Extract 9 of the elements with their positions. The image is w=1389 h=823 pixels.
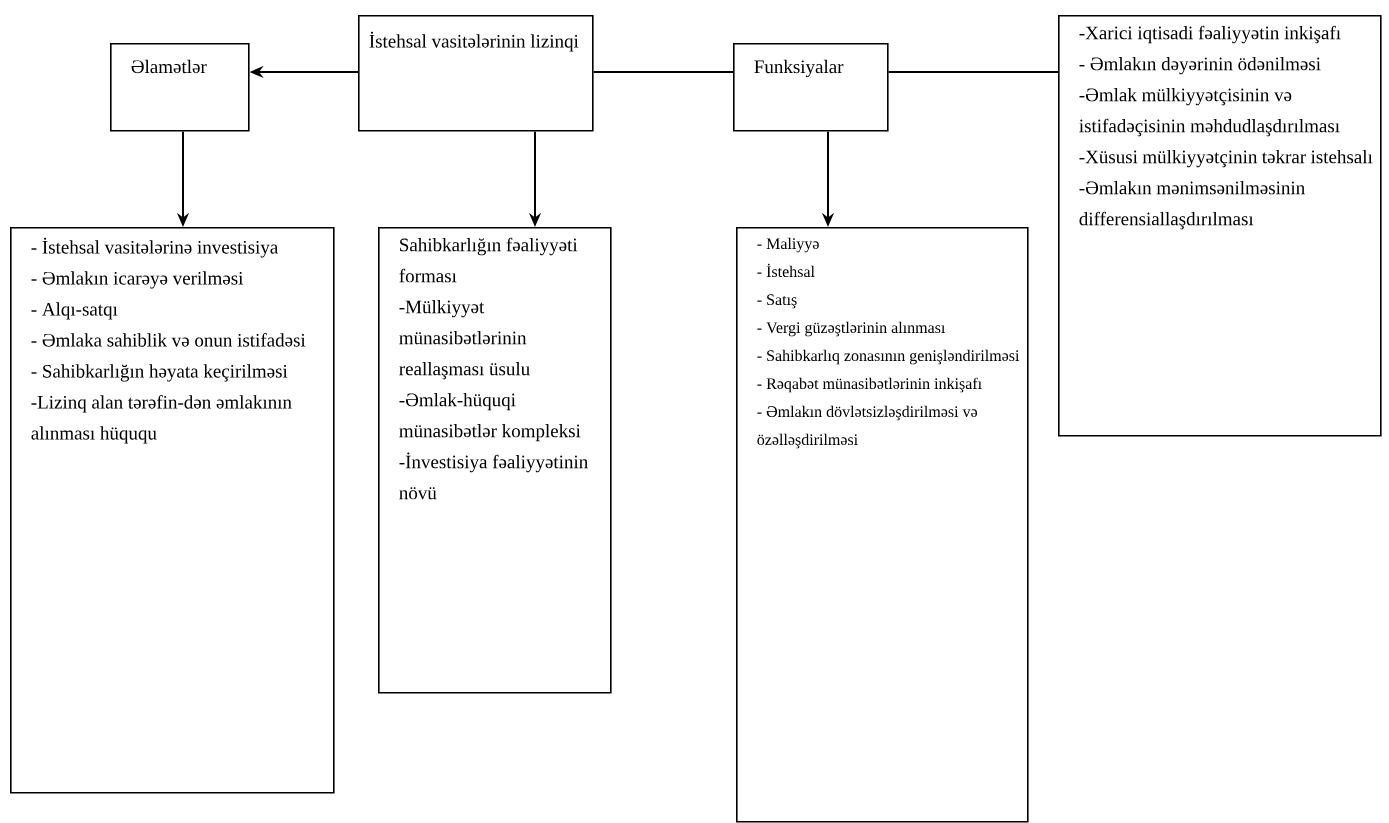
text-box: -Xarici iqtisadi fəaliyyətin inkişafı - Əmlakın dəyərinin ödənilməsi -Əmlak mülkiyyətçisinin və istifadəçisinin məhdudlaşdırılması -Xüsusi mülkiyyətçinin təkrar istehsalı -Əmlakın mənimsənilməsinin differensiallaşdırılması	[1058, 15, 1382, 437]
text-box: Sahibkarlığın fəaliyyəti forması -Mülkiyyət münasibətlərinin reallaşması üsulu -Əmlak-hüquqi münasibətlər kompleksi -İnvestisiya fəaliyyətinin növü	[378, 227, 612, 694]
text-box: - Maliyyə - İstehsal - Satış - Vergi güzəştlərinin alınması - Sahibkarlıq zonasının genişləndirilməsi - Rəqabət münasibətlərinin inkişafı - Əmlakın dövlətsizləşdirilməsi və özəlləşdirilməsi	[736, 227, 1029, 823]
connector-line	[887, 71, 1059, 73]
label-box: İstehsal vasitələrinin lizinqi	[358, 15, 594, 132]
label-box: Əlamətlər	[110, 43, 250, 132]
label-box: Funksiyalar	[733, 43, 889, 132]
text-box: - İstehsal vasitələrinə investisiya - Əmlakın icarəyə verilməsi - Alqı-satqı - Əmlaka sahiblik və onun istifadəsi - Sahibkarlığın həyata keçirilməsi -Lizinq alan tərəfin-dən əmlakının alınması hüququ	[10, 227, 335, 794]
connector-line	[592, 71, 734, 73]
